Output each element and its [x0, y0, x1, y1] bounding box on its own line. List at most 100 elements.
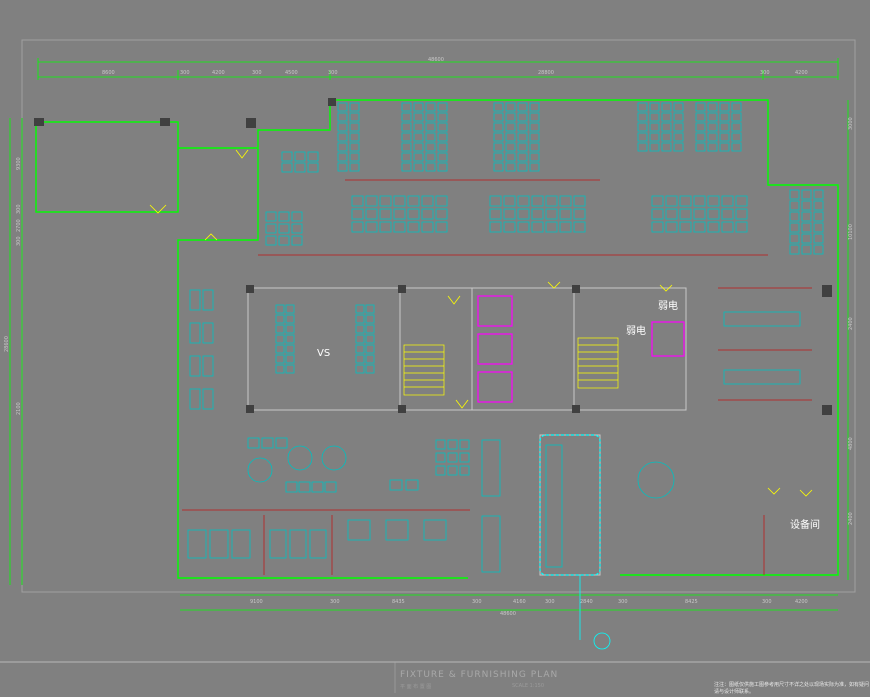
- workstation-seat: [459, 465, 470, 476]
- workstation-seat: [307, 162, 319, 173]
- dimension-value: 300: [252, 70, 262, 76]
- workstation-seat: [719, 122, 730, 132]
- workstation-seat: [573, 221, 586, 233]
- workstation-seat: [285, 354, 295, 364]
- workstation-seat: [425, 122, 436, 132]
- workstation-seat: [731, 142, 742, 152]
- workstation-seat: [637, 142, 648, 152]
- workstation-seat: [425, 152, 436, 162]
- dimension-value: 2840: [580, 599, 593, 605]
- workstation-seat: [447, 465, 458, 476]
- toilet-cubicles: [477, 295, 685, 403]
- workstation-seat: [275, 354, 285, 364]
- dimension-value: 28800: [538, 70, 554, 76]
- workstation-seat: [719, 112, 730, 122]
- workstation-seat: [425, 142, 436, 152]
- workstation-seat: [421, 208, 434, 220]
- workstation-seat: [789, 244, 800, 255]
- dimension-value: 9100: [250, 599, 263, 605]
- workstation-seat: [278, 211, 290, 222]
- workstation-seat: [355, 354, 365, 364]
- workstation-seat: [365, 324, 375, 334]
- workstation-seat: [707, 102, 718, 112]
- workstation-seat: [413, 132, 424, 142]
- workstation-seat: [679, 208, 692, 220]
- room-label-weak-current-2: 弱电: [626, 324, 646, 337]
- workstation-seat: [813, 189, 824, 200]
- workstation-seat: [278, 235, 290, 246]
- workstation-seat: [298, 481, 311, 493]
- workstation-seat: [789, 222, 800, 233]
- workstation-seat: [393, 221, 406, 233]
- workstation-seat: [365, 364, 375, 374]
- workstation-seat: [573, 208, 586, 220]
- door-swings: [149, 149, 813, 497]
- dimension-value: 8435: [392, 599, 405, 605]
- dimension-value: 2400: [848, 512, 854, 525]
- title-block: [0, 661, 870, 693]
- workstation-seat: [735, 221, 748, 233]
- workstation-seat: [735, 195, 748, 207]
- workstation-seat: [707, 195, 720, 207]
- core-walls: [247, 287, 687, 576]
- workstation-seat: [731, 112, 742, 122]
- workstation-seat: [355, 344, 365, 354]
- workstation-seat: [693, 208, 706, 220]
- workstation-seat: [209, 529, 229, 559]
- workstation-seat: [707, 132, 718, 142]
- workstation-seat: [637, 122, 648, 132]
- workstation-seat: [351, 195, 364, 207]
- workstation-seat: [189, 289, 201, 311]
- workstation-seat: [731, 102, 742, 112]
- workstation-seat: [202, 322, 214, 344]
- workstation-seat: [189, 388, 201, 410]
- dimension-lines: [9, 58, 849, 611]
- workstation-seat: [275, 304, 285, 314]
- plan-title: FIXTURE & FURNISHING PLAN: [400, 670, 559, 680]
- workstation-seat: [637, 112, 648, 122]
- workstation-seat: [289, 529, 307, 559]
- workstation-seat: [307, 151, 319, 162]
- workstation-seat: [349, 102, 360, 112]
- workstation-seat: [707, 208, 720, 220]
- dimension-value: 4200: [795, 70, 808, 76]
- workstation-seat: [437, 112, 448, 122]
- workstation-seat: [673, 112, 684, 122]
- workstation-seat: [731, 132, 742, 142]
- dimension-value: 2700: [16, 219, 22, 232]
- workstation-seat: [673, 122, 684, 132]
- workstation-seat: [721, 208, 734, 220]
- workstation-seat: [649, 112, 660, 122]
- workstation-seat: [437, 162, 448, 172]
- workstation-seat: [661, 112, 672, 122]
- workstation-seat: [187, 529, 207, 559]
- workstation-seat: [269, 529, 287, 559]
- workstation-seat: [202, 355, 214, 377]
- workstation-seat: [517, 132, 528, 142]
- workstation-seat: [529, 102, 540, 112]
- workstation-seat: [695, 112, 706, 122]
- workstation-seat: [351, 208, 364, 220]
- workstation-seat: [813, 200, 824, 211]
- workstation-seat: [505, 152, 516, 162]
- workstation-seat: [529, 132, 540, 142]
- workstation-seat: [425, 132, 436, 142]
- workstation-seat: [413, 152, 424, 162]
- workstation-seat: [401, 132, 412, 142]
- workstation-seat: [661, 102, 672, 112]
- workstation-seat: [401, 162, 412, 172]
- workstation-seat: [202, 388, 214, 410]
- workstation-seat: [529, 162, 540, 172]
- workstation-seat: [651, 208, 664, 220]
- meeting-table: [723, 311, 801, 327]
- workstation-seat: [517, 195, 530, 207]
- workstation-seat: [294, 151, 306, 162]
- workstation-seat: [337, 162, 348, 172]
- meeting-table: [723, 369, 801, 385]
- workstation-seat: [437, 102, 448, 112]
- workstation-seat: [695, 122, 706, 132]
- dimension-value: 300: [618, 599, 628, 605]
- workstation-seat: [801, 244, 812, 255]
- workstation-seat: [311, 481, 324, 493]
